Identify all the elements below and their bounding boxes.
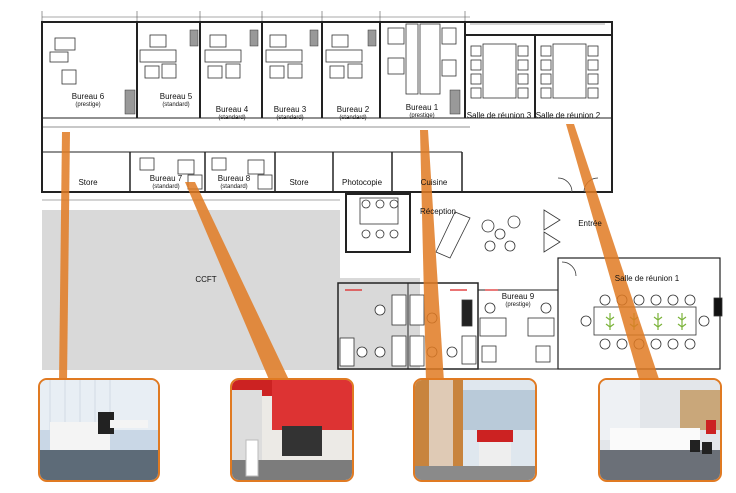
- reunion3-name: Salle de réunion 3: [467, 111, 532, 120]
- dimension-lines: [41, 11, 605, 201]
- photo-bureau1: [413, 378, 537, 482]
- bureau4-type: (standard): [218, 115, 245, 121]
- room-labels: Bureau 6 (prestige) Bureau 5 (standard) …: [72, 92, 680, 308]
- reunion1-name: Salle de réunion 1: [615, 274, 680, 283]
- bureau2-type: (standard): [339, 115, 366, 121]
- cuisine-name: Cuisine: [421, 178, 448, 187]
- bureau8-name: Bureau 8: [218, 174, 251, 183]
- meeting-tables: [470, 43, 599, 99]
- reception-name: Réception: [420, 207, 456, 216]
- bureau6-name: Bureau 6: [72, 92, 105, 101]
- bureau5-type: (standard): [162, 102, 189, 108]
- store1-name: Store: [78, 178, 98, 187]
- ccft-name: CCFT: [195, 275, 216, 284]
- bureau6-type: (prestige): [75, 102, 100, 108]
- hatched-columns: [124, 29, 461, 115]
- bureau1-type: (prestige): [409, 113, 434, 119]
- bureau3-type: (standard): [276, 115, 303, 121]
- bureau3-name: Bureau 3: [274, 105, 307, 114]
- bureau7-type: (standard): [152, 184, 179, 190]
- callout-beams: [59, 124, 660, 382]
- photo-reunion1: [598, 378, 722, 482]
- bureau4-name: Bureau 4: [216, 105, 249, 114]
- furniture: [49, 23, 457, 190]
- bureau2-name: Bureau 2: [337, 105, 370, 114]
- meeting-room1-table: [580, 294, 723, 350]
- photocopie-name: Photocopie: [342, 178, 383, 187]
- reunion2-name: Salle de réunion 2: [536, 111, 601, 120]
- bureau7-name: Bureau 7: [150, 174, 183, 183]
- bureau5-name: Bureau 5: [160, 92, 193, 101]
- bureau1-name: Bureau 1: [406, 103, 439, 112]
- store2-name: Store: [289, 178, 309, 187]
- bureau9-name: Bureau 9: [502, 292, 535, 301]
- bureau8-type: (standard): [220, 184, 247, 190]
- entree-name: Entrée: [578, 219, 602, 228]
- walls: [41, 21, 721, 370]
- bureau9-type: (prestige): [505, 302, 530, 308]
- photo-bureau7: [230, 378, 354, 482]
- photo-bureau6: [38, 378, 160, 482]
